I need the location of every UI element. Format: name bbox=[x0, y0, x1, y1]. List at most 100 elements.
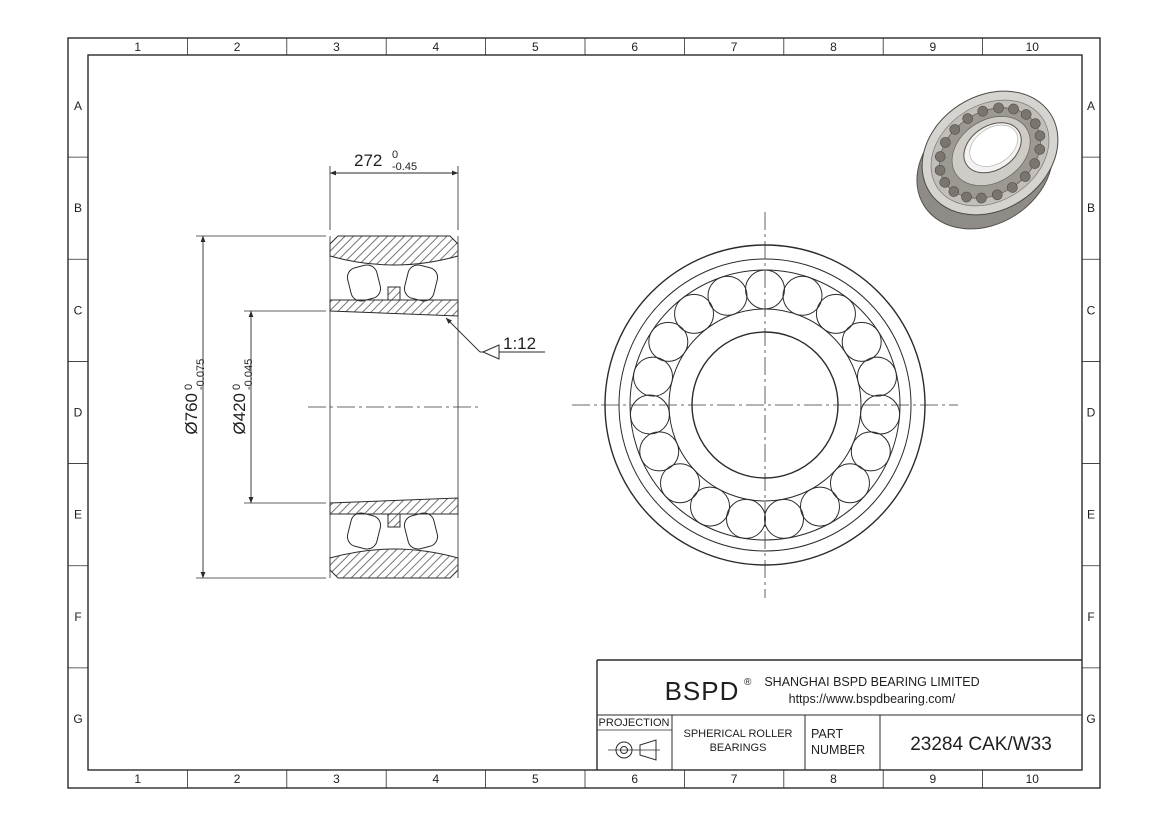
grid-row-label: C bbox=[1087, 303, 1096, 317]
front-roller bbox=[799, 486, 840, 527]
bearing-3d-roller bbox=[962, 113, 973, 124]
bearing-3d-roller bbox=[1034, 144, 1046, 155]
grid-row-label: G bbox=[73, 712, 82, 726]
grid-row-label: E bbox=[1087, 508, 1095, 522]
grid-col-label: 7 bbox=[731, 772, 738, 786]
inner-ring-bottom-section bbox=[329, 497, 459, 515]
part-number-label-line1: PART bbox=[811, 727, 844, 741]
bearing-photo bbox=[916, 90, 1059, 230]
part-number-value: 23284 CAK/W33 bbox=[910, 734, 1052, 755]
grid-col-label: 5 bbox=[532, 772, 539, 786]
grid-col-label: 7 bbox=[731, 40, 738, 54]
roller-bottom-right bbox=[403, 512, 439, 550]
taper-callout: 1:12 bbox=[445, 317, 545, 360]
grid-col-label: 2 bbox=[234, 40, 241, 54]
roller-top-left bbox=[346, 264, 382, 302]
bearing-3d-roller bbox=[976, 192, 987, 204]
grid-row-label: F bbox=[74, 610, 81, 624]
outer-ring-bottom-section bbox=[329, 548, 459, 579]
bearing-3d-roller bbox=[934, 151, 946, 162]
bearing-3d-roller bbox=[1034, 130, 1046, 141]
grid-col-label: 3 bbox=[333, 772, 340, 786]
company-name: SHANGHAI BSPD BEARING LIMITED bbox=[764, 675, 979, 689]
grid-col-label: 9 bbox=[930, 40, 937, 54]
projection-label: PROJECTION bbox=[599, 717, 670, 729]
tolerance-lower: -0.45 bbox=[392, 161, 417, 173]
bearing-3d-roller bbox=[1029, 118, 1041, 129]
bearing-3d-roller bbox=[977, 105, 989, 117]
dimension-bore-diameter: Ø420 0 -0.045 bbox=[230, 310, 326, 504]
bearing-3d-rollers bbox=[934, 102, 1046, 204]
grid-row-label: A bbox=[74, 99, 82, 113]
front-roller bbox=[829, 463, 870, 504]
grid-row-label: B bbox=[74, 201, 82, 215]
front-roller bbox=[633, 356, 674, 397]
bearing-3d-roller bbox=[993, 102, 1004, 114]
front-roller bbox=[841, 321, 882, 362]
grid-col-label: 2 bbox=[234, 772, 241, 786]
bearing-3d-roller bbox=[1029, 158, 1040, 169]
taper-symbol bbox=[481, 344, 500, 360]
brand-logo: BSPD bbox=[665, 676, 740, 706]
grid-row-label: F bbox=[1087, 610, 1094, 624]
cage-top bbox=[387, 286, 401, 301]
outer-border bbox=[67, 37, 1101, 789]
inner-ring-top-section bbox=[329, 299, 459, 317]
section-view bbox=[308, 235, 482, 579]
tolerance-lower: -0.075 bbox=[195, 359, 207, 390]
taper-label: 1:12 bbox=[503, 334, 536, 353]
front-roller bbox=[707, 275, 748, 316]
dimension-value: 272 bbox=[354, 151, 382, 170]
grid-col-label: 8 bbox=[830, 40, 837, 54]
front-view bbox=[572, 212, 958, 598]
bearing-3d-roller bbox=[991, 189, 1003, 201]
bearing-3d-roller bbox=[1020, 109, 1032, 120]
grid-col-label: 10 bbox=[1026, 772, 1040, 786]
grid-row-label: G bbox=[1086, 712, 1095, 726]
front-roller bbox=[674, 293, 715, 334]
grid-col-label: 6 bbox=[631, 40, 638, 54]
tolerance-lower: -0.045 bbox=[243, 359, 255, 390]
bearing-3d-roller bbox=[934, 165, 946, 176]
bearing-3d-roller bbox=[961, 191, 972, 203]
taper-leader bbox=[445, 317, 481, 353]
website-url: https://www.bspdbearing.com/ bbox=[789, 692, 956, 706]
front-rollers bbox=[629, 269, 901, 539]
grid-col-label: 9 bbox=[930, 772, 937, 786]
title-block: BSPD ® SHANGHAI BSPD BEARING LIMITED htt… bbox=[596, 659, 1082, 770]
front-roller bbox=[648, 321, 689, 362]
grid-col-label: 6 bbox=[631, 772, 638, 786]
bearing-3d-roller bbox=[940, 137, 951, 148]
grid-col-label: 1 bbox=[134, 40, 141, 54]
part-number-label-line2: NUMBER bbox=[811, 743, 865, 757]
bearing-3d-roller bbox=[1019, 171, 1031, 182]
grid-col-label: 4 bbox=[433, 40, 440, 54]
tolerance-upper: 0 bbox=[231, 384, 243, 390]
cage-bottom bbox=[387, 513, 401, 528]
roller-top-right bbox=[403, 264, 439, 302]
grid-row-label: A bbox=[1087, 99, 1095, 113]
front-roller bbox=[690, 486, 731, 527]
roller-bottom-left bbox=[346, 512, 382, 550]
dimension-outer-diameter: Ø760 0 -0.075 bbox=[182, 235, 326, 579]
front-roller bbox=[856, 356, 897, 397]
grid-col-label: 5 bbox=[532, 40, 539, 54]
grid-col-label: 3 bbox=[333, 40, 340, 54]
grid-col-label: 1 bbox=[134, 772, 141, 786]
product-type-line1: SPHERICAL ROLLER bbox=[683, 728, 792, 740]
bearing-3d-roller bbox=[948, 186, 960, 197]
bearing-3d-roller bbox=[1007, 182, 1018, 193]
front-roller bbox=[815, 293, 856, 334]
grid-col-label: 8 bbox=[830, 772, 837, 786]
grid-row-label: C bbox=[74, 303, 83, 317]
bearing-3d-bore-highlight bbox=[969, 124, 1018, 167]
projection-symbol-icon bbox=[608, 739, 660, 761]
product-type-line2: BEARINGS bbox=[710, 742, 767, 754]
dimension-value: Ø760 bbox=[182, 393, 201, 435]
bearing-3d-roller bbox=[1008, 103, 1019, 115]
grid-row-label: D bbox=[1087, 406, 1096, 420]
dimension-value: Ø420 bbox=[230, 393, 249, 435]
